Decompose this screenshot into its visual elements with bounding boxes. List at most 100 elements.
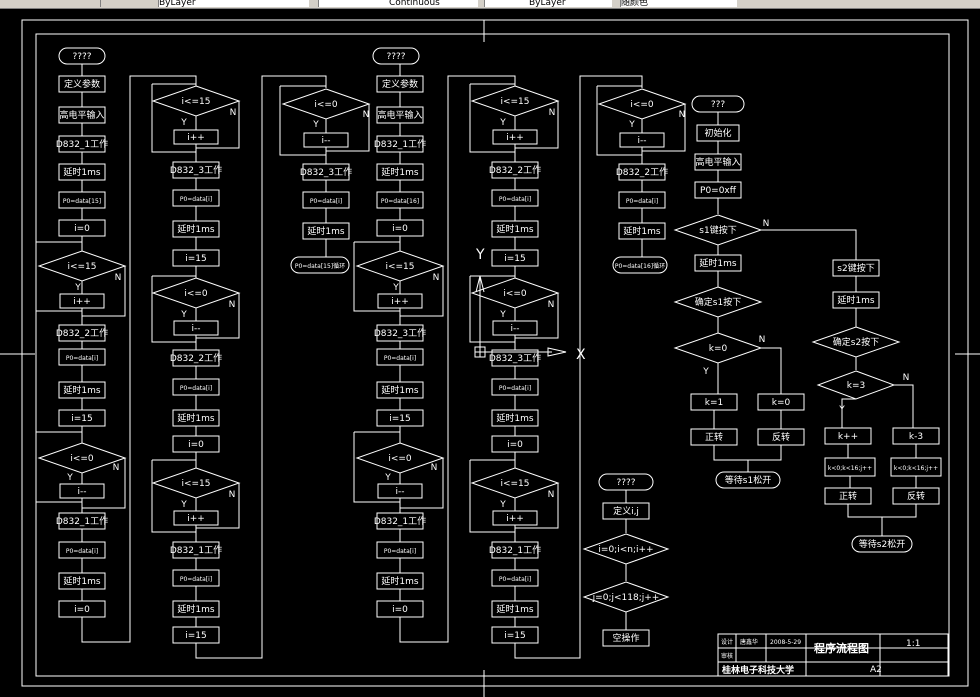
node-label: i=0	[392, 224, 408, 234]
node-label: 延时1ms	[63, 166, 100, 178]
loop-line	[400, 266, 444, 317]
ucs-x-label: X	[576, 347, 586, 363]
node-label: i<=0	[70, 454, 94, 464]
node-label: i--	[78, 487, 87, 497]
loop-line	[353, 242, 400, 312]
title-block: 设计 唐鑫华 2008-5-29 程序流程图 1:1 审核 桂林电子科技大学 A…	[717, 633, 949, 677]
loop-line	[82, 458, 126, 509]
drawing-scale: 1:1	[906, 639, 920, 649]
node-label: i<=0	[184, 289, 208, 299]
flow-line	[81, 75, 197, 643]
loop-line	[196, 293, 240, 339]
node-label: i=0	[74, 224, 90, 234]
flow-line	[841, 398, 856, 428]
node-label: i=15	[185, 631, 207, 641]
node-label: i<=0	[388, 454, 412, 464]
node-label: P0=data[i]	[499, 576, 531, 583]
node-label: N	[549, 108, 556, 118]
drawing-title: 程序流程图	[814, 641, 869, 655]
node-label: s1键按下	[699, 224, 736, 236]
terminator	[851, 535, 913, 553]
node-label: 延时1ms	[496, 223, 533, 235]
node-label: Y	[66, 473, 73, 483]
node-label: P0=data[i]	[66, 355, 98, 362]
node-label: N	[363, 110, 370, 120]
layer-dropdown[interactable]: ByLayer	[158, 0, 309, 7]
node-label: D832_2工作	[489, 164, 541, 176]
node-label: i<=15	[181, 479, 210, 489]
node-label: P0=data[i]	[310, 198, 342, 205]
node-label: P0=data[i]	[384, 548, 416, 555]
terminator	[612, 256, 668, 274]
node-label: Y	[702, 367, 709, 377]
node-label: D832_3工作	[374, 327, 426, 339]
node-label: 定义参数	[382, 78, 418, 90]
flowchart: ????定义参数高电平输入D832_1工作延时1msP0=data[15]i=0…	[35, 47, 942, 659]
node-label: k=0	[772, 398, 791, 408]
loop-line	[642, 104, 686, 152]
school-name: 桂林电子科技大学	[721, 664, 794, 676]
node-label: N	[763, 219, 770, 229]
node-label: Y	[499, 310, 506, 320]
terminator	[290, 256, 350, 274]
node-label: D832_1工作	[489, 544, 541, 556]
node-label: P0=data[16]循环	[615, 262, 665, 270]
node-label: D832_1工作	[56, 138, 108, 150]
node-label: 定义参数	[64, 78, 100, 90]
node-label: D832_1工作	[56, 515, 108, 527]
node-label: P0=data[i]	[499, 385, 531, 392]
loop-line	[515, 483, 559, 529]
flow-line	[894, 384, 914, 428]
node-label: D832_3工作	[170, 164, 222, 176]
node-label: 延时1ms	[381, 384, 418, 396]
node-label: 等待s1松开	[725, 474, 771, 486]
node-label: i++	[73, 297, 91, 307]
node-label: D832_3工作	[489, 352, 541, 364]
node-label: Y	[499, 500, 506, 510]
properties-toolbar: ByLayer Continuous ByLayer 随颜色	[0, 0, 980, 9]
node-label: ????	[616, 478, 635, 488]
node-label: i--	[322, 136, 331, 146]
designer-name: 唐鑫华	[740, 638, 758, 646]
node-label: i=0;i<n;i++	[598, 545, 653, 555]
loop-line	[515, 101, 559, 149]
node-label: 确定s1按下	[695, 296, 741, 308]
reviewer-label: 审核	[721, 652, 733, 660]
ucs-y-label: Y	[475, 247, 485, 263]
loop-line	[469, 84, 515, 153]
node-label: N	[548, 490, 555, 500]
lineweight-dropdown[interactable]: ByLayer	[484, 0, 612, 7]
node-label: i=0	[74, 605, 90, 615]
inner-frame	[35, 33, 950, 677]
loop-line	[196, 483, 240, 529]
node-label: N	[229, 300, 236, 310]
color-dropdown[interactable]: 随颜色	[620, 0, 737, 7]
node-label: i<=0	[630, 100, 654, 110]
node-label: 定义i,j	[613, 505, 639, 517]
node-label: 空操作	[612, 632, 639, 644]
loop-line	[82, 266, 126, 317]
node-label: 延时1ms	[837, 294, 874, 306]
node-label: P0=data[16]	[381, 198, 419, 205]
node-label: D832_1工作	[374, 515, 426, 527]
linetype-dropdown[interactable]: Continuous	[318, 0, 478, 7]
loop-line	[326, 104, 370, 152]
node-label: i++	[187, 514, 205, 524]
node-label: N	[548, 300, 555, 310]
node-label: i<=15	[500, 97, 529, 107]
node-label: Y	[180, 310, 187, 320]
flow-line	[761, 347, 782, 394]
node-label: N	[903, 373, 910, 383]
flow-line	[713, 445, 782, 461]
node-label: i--	[192, 324, 201, 334]
node-label: P0=data[i]	[66, 548, 98, 555]
layer-icons[interactable]	[100, 0, 149, 7]
node-label: 延时1ms	[496, 603, 533, 615]
outer-frame	[21, 19, 969, 687]
node-label: P0=data[i]	[499, 196, 531, 203]
node-label: i=0	[392, 605, 408, 615]
node-label: i<=15	[181, 97, 210, 107]
node-label: i--	[638, 136, 647, 146]
node-label: N	[759, 335, 766, 345]
